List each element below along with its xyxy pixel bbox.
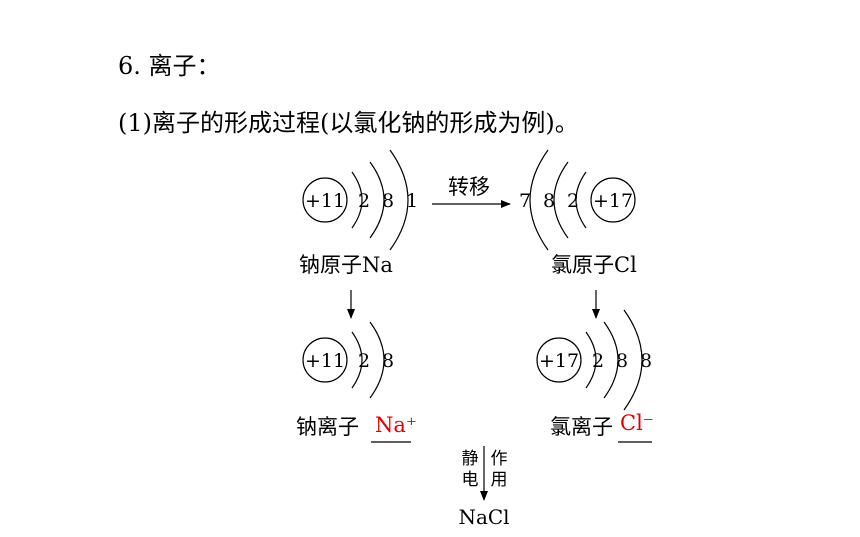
sodium-shell-2 — [369, 161, 385, 239]
sodium-atom-label: 钠原子Na — [299, 253, 393, 277]
bond-label-left-bottom: 电 — [462, 470, 479, 490]
chloride-ion-shell-1-count: 2 — [592, 350, 604, 372]
chloride-ion: +17 2 8 8 氯离子 Cl⁻ — [536, 309, 654, 443]
sodium-atom-charge: +11 — [305, 190, 345, 212]
sodium-ion-shell-1-count: 2 — [358, 350, 370, 372]
section-subtitle: (1)离子的形成过程(以氯化钠的形成为例)。 — [118, 109, 579, 137]
sodium-nucleus — [302, 177, 348, 223]
sodium-ion-answer: Na⁺ — [375, 413, 417, 437]
chloride-ion-shell-2 — [603, 321, 619, 399]
chlorine-atom-shell-1-count: 2 — [567, 190, 579, 212]
sodium-atom-shell-3-count: 1 — [406, 190, 418, 212]
chloride-ion-shell-3 — [623, 309, 643, 411]
chlorine-shell-1 — [575, 171, 587, 229]
chlorine-atom-shell-3-count: 7 — [519, 190, 531, 212]
chloride-ion-nucleus — [536, 337, 582, 383]
chlorine-atom-label: 氯原子Cl — [551, 253, 637, 277]
product-label: NaCl — [458, 505, 509, 529]
page-title: 6. 离子： — [118, 52, 221, 80]
sodium-ion-shell-1 — [351, 331, 363, 389]
chloride-ion-answer: Cl⁻ — [620, 411, 654, 435]
sodium-ion-charge: +11 — [305, 350, 345, 372]
chloride-ion-shell-3-count: 8 — [640, 350, 652, 372]
chlorine-shell-2 — [553, 161, 569, 239]
sodium-atom-shell-1-count: 2 — [358, 190, 370, 212]
bond-label-left-top: 静 — [462, 449, 479, 469]
chlorine-atom-shell-2-count: 8 — [543, 190, 555, 212]
chloride-ion-label: 氯离子 — [550, 415, 613, 439]
sodium-ion-shell-2-count: 8 — [382, 350, 394, 372]
sodium-atom: +11 2 8 1 钠原子Na — [299, 149, 418, 277]
chlorine-shell-3 — [529, 149, 549, 251]
bond-label-right-top: 作 — [491, 449, 508, 469]
sodium-atom-shell-2-count: 8 — [382, 190, 394, 212]
chloride-ion-shell-2-count: 8 — [616, 350, 628, 372]
chloride-ion-charge: +17 — [539, 350, 579, 372]
sodium-ion: +11 2 8 钠离子 Na⁺ — [296, 321, 417, 443]
sodium-shell-1 — [351, 171, 363, 229]
bond-label-right-bottom: 用 — [491, 470, 508, 490]
chlorine-nucleus — [590, 177, 636, 223]
transfer-label: 转移 — [448, 175, 490, 199]
chlorine-atom-charge: +17 — [593, 190, 633, 212]
sodium-ion-shell-2 — [369, 321, 385, 399]
chloride-ion-shell-1 — [585, 331, 597, 389]
chlorine-atom: +17 7 8 2 氯原子Cl — [519, 149, 637, 277]
sodium-ion-label: 钠离子 — [296, 415, 359, 439]
sodium-shell-3 — [389, 149, 409, 251]
sodium-ion-nucleus — [302, 337, 348, 383]
